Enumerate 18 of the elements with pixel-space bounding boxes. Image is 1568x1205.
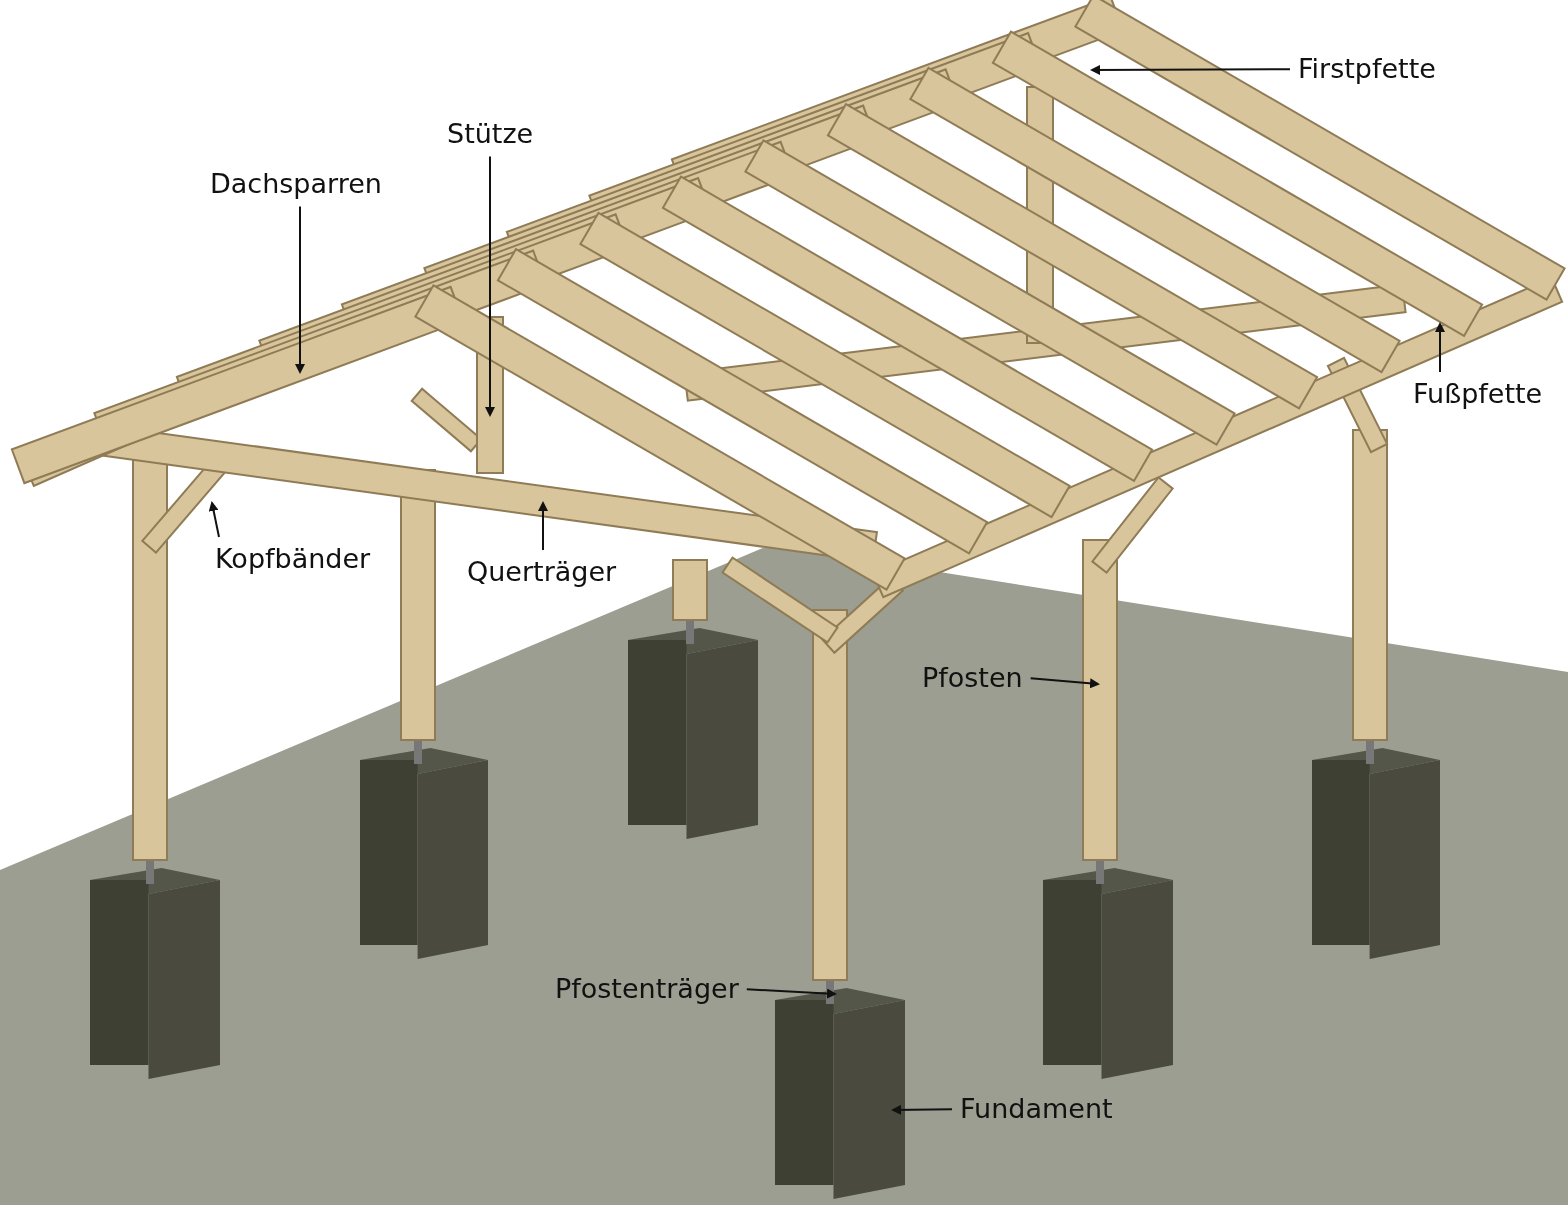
leader-line (295, 205, 305, 374)
part-label: Pfostenträger (555, 973, 739, 1006)
part-label: Dachsparren (210, 168, 382, 201)
leader-line (538, 501, 548, 551)
part-label: Kopfbänder (215, 543, 371, 576)
part-label: Querträger (467, 556, 617, 589)
leader-line (891, 1104, 953, 1115)
part-label: Fundament (960, 1093, 1113, 1126)
part-label: Pfosten (922, 662, 1023, 695)
part-label: Fußpfette (1413, 378, 1543, 411)
leader-line (485, 155, 495, 417)
leader-line (745, 988, 837, 999)
part-label: Firstpfette (1298, 53, 1436, 86)
leader-line (1029, 677, 1100, 689)
leader-line (1435, 322, 1445, 373)
leader-line (208, 501, 220, 538)
part-label: Stütze (447, 118, 534, 151)
leader-line (1090, 64, 1291, 75)
